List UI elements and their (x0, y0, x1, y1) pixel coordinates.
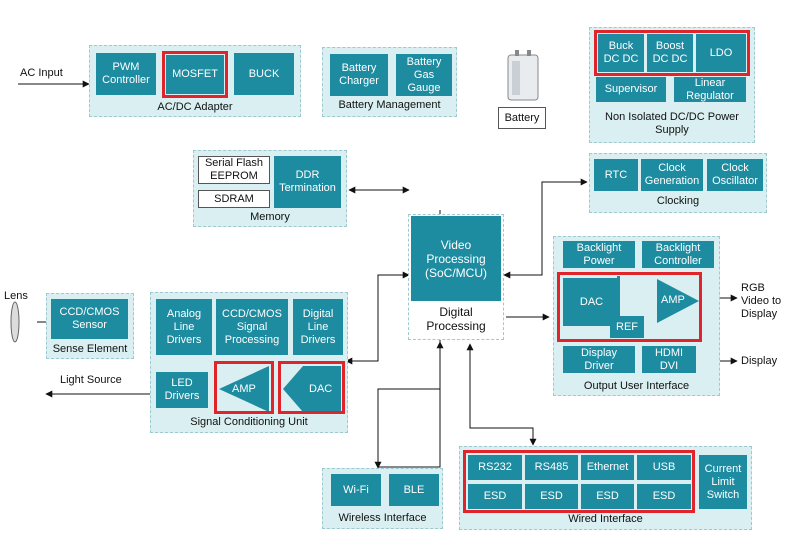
ac-dc-caption: AC/DC Adapter (157, 101, 233, 113)
battery-charger-block[interactable]: Battery Charger (330, 54, 388, 96)
battery-block[interactable]: Battery (498, 107, 546, 129)
serial-flash-block[interactable]: Serial Flash EEPROM (198, 156, 270, 184)
ldo-block[interactable]: LDO (696, 34, 746, 72)
output-amp-label: AMP (661, 294, 685, 306)
esd-block-3[interactable]: ESD (581, 484, 634, 509)
buck-block[interactable]: BUCK (234, 53, 294, 95)
output-ui-caption: Output User Interface (583, 380, 690, 392)
led-drivers-block[interactable]: LED Drivers (156, 372, 208, 408)
clock-generation-block[interactable]: Clock Generation (641, 159, 703, 191)
signal-dac-shape (283, 366, 341, 412)
hdmi-dvi-block[interactable]: HDMI DVI (642, 346, 696, 373)
clocking-link (503, 178, 588, 279)
ethernet-block[interactable]: Ethernet (581, 455, 634, 480)
signal-amp-highlight (214, 361, 274, 414)
backlight-controller-block[interactable]: Backlight Controller (642, 241, 714, 268)
analog-line-drivers-block[interactable]: Analog Line Drivers (156, 299, 212, 355)
linear-regulator-block[interactable]: Linear Regulator (674, 77, 746, 102)
ccd-cmos-sensor-block[interactable]: CCD/CMOS Sensor (51, 299, 128, 339)
digital-processing-caption: Digital Processing (426, 305, 486, 333)
rtc-block[interactable]: RTC (594, 159, 638, 191)
ddr-termination-block[interactable]: DDR Termination (274, 156, 341, 208)
power-caption: Non Isolated DC/DC Power Supply (605, 111, 739, 136)
signal-conditioning-caption: Signal Conditioning Unit (190, 416, 308, 428)
video-processing-block[interactable]: Video Processing (SoC/MCU) (411, 216, 501, 301)
clock-oscillator-block[interactable]: Clock Oscillator (707, 159, 763, 191)
display-label: Display (741, 355, 778, 367)
digital-line-drivers-block[interactable]: Digital Line Drivers (293, 299, 343, 355)
pwm-controller-block[interactable]: PWM Controller (96, 53, 156, 95)
rs485-block[interactable]: RS485 (525, 455, 578, 480)
rgb-video-label: RGB Video to Display (741, 282, 782, 320)
sense-element-caption: Sense Element (52, 343, 128, 355)
mosfet-highlight (162, 51, 228, 98)
usb-block[interactable]: USB (637, 455, 691, 480)
backlight-power-block[interactable]: Backlight Power (563, 241, 635, 268)
power-highlight (594, 30, 750, 76)
memory-caption: Memory (250, 211, 290, 223)
wifi-block[interactable]: Wi-Fi (331, 474, 381, 506)
buck-dcdc-block[interactable]: Buck DC DC (598, 34, 644, 72)
supervisor-block[interactable]: Supervisor (596, 77, 666, 102)
esd-block-4[interactable]: ESD (637, 484, 691, 509)
esd-block-2[interactable]: ESD (525, 484, 578, 509)
ac-input-label: AC Input (20, 67, 63, 79)
mosfet-block[interactable]: MOSFET (166, 55, 224, 94)
battery-management-caption: Battery Management (338, 99, 441, 111)
output-highlight (557, 272, 702, 342)
sdram-block[interactable]: SDRAM (198, 190, 270, 208)
signal-amp-triangle (219, 366, 269, 412)
ble-block[interactable]: BLE (389, 474, 439, 506)
wired-interface-caption: Wired Interface (568, 513, 643, 525)
esd-block-1[interactable]: ESD (468, 484, 522, 509)
boost-dcdc-block[interactable]: Boost DC DC (647, 34, 693, 72)
clocking-caption: Clocking (656, 195, 700, 207)
ref-block[interactable]: REF (610, 316, 644, 338)
signal-dac-label: DAC (309, 383, 333, 395)
lens-icon (10, 301, 20, 343)
current-limit-switch-block[interactable]: Current Limit Switch (699, 455, 747, 509)
ccd-cmos-signal-processing-block[interactable]: CCD/CMOS Signal Processing (216, 299, 288, 355)
battery-icon (507, 50, 539, 101)
wireless-interface-caption: Wireless Interface (338, 512, 427, 524)
signal-dac-highlight (278, 361, 345, 414)
lens-label: Lens (4, 290, 28, 302)
signal-link (345, 271, 410, 365)
display-driver-block[interactable]: Display Driver (563, 346, 635, 373)
wired-highlight (463, 450, 695, 513)
wired-link (466, 343, 537, 446)
output-amp-triangle (617, 276, 699, 326)
rs232-block[interactable]: RS232 (468, 455, 522, 480)
light-source-label: Light Source (60, 374, 122, 386)
battery-gas-gauge-block[interactable]: Battery Gas Gauge (396, 54, 452, 96)
signal-amp-label: AMP (232, 383, 256, 395)
wireless-link (374, 359, 441, 469)
